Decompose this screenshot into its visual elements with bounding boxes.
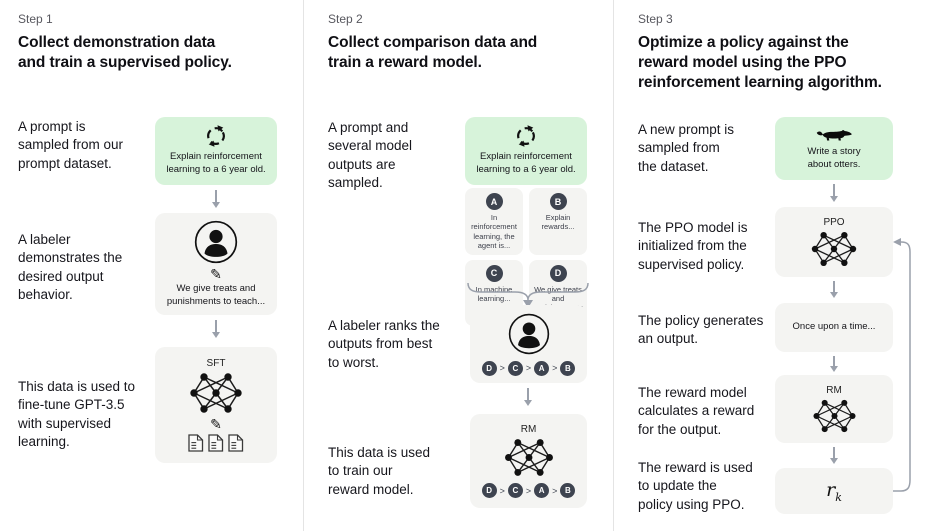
step3-prompt-box: Write a story about otters.	[775, 117, 893, 180]
reward-value: rk	[826, 478, 842, 504]
step1-prompt-box: Explain reinforcement learning to a 6 ye…	[155, 117, 277, 185]
neural-net-icon	[503, 438, 554, 477]
step3-prompt-text: Write a story about otters.	[807, 145, 861, 170]
labeler-person-icon	[508, 313, 549, 354]
step2-heading: Collect comparison data and train a rewa…	[328, 34, 538, 72]
column-divider-2	[613, 0, 614, 531]
step1-prompt-text: Explain reinforcement learning to a 6 ye…	[166, 151, 266, 175]
rank-separator: >	[552, 485, 558, 496]
arrow-down-icon	[212, 190, 220, 208]
neural-net-icon	[812, 398, 856, 433]
labeler-person-icon	[194, 220, 238, 264]
step2-caption-rm: This data is used to train our reward mo…	[328, 445, 431, 497]
ranking-row: D > C > A > B	[481, 360, 576, 376]
step3-output-text: Once upon a time...	[792, 321, 876, 333]
step3-label: Step 3	[638, 12, 673, 26]
ppo-model-label: PPO	[823, 216, 845, 228]
rank-chip: B	[560, 483, 576, 498]
step3-rm-box: RM	[775, 375, 893, 443]
output-text-b: Explain rewards...	[541, 213, 575, 232]
rank-chip: D	[481, 483, 497, 498]
column-divider-1	[303, 0, 304, 531]
document-icon	[188, 434, 204, 452]
step2-prompt-box: Explain reinforcement learning to a 6 ye…	[465, 117, 587, 185]
sft-model-label: SFT	[206, 358, 226, 369]
step2-label: Step 2	[328, 12, 363, 26]
neural-net-icon	[811, 230, 857, 267]
step2-caption-rank: A labeler ranks the outputs from best to…	[328, 318, 440, 370]
step2-caption-prompt: A prompt and several model outputs are s…	[328, 120, 413, 191]
output-text-c: In machine learning...	[475, 284, 513, 303]
document-icon	[228, 434, 244, 452]
step3-output-box: Once upon a time...	[775, 303, 893, 352]
rm-model-label: RM	[520, 424, 537, 435]
step3-heading: Optimize a policy against the reward mod…	[638, 34, 882, 92]
step3-ppo-box: PPO	[775, 207, 893, 277]
step3-caption-prompt: A new prompt is sampled from the dataset…	[638, 122, 735, 174]
step2-rm-box: RM D > C > A > B	[470, 414, 587, 508]
rank-separator: >	[552, 363, 558, 373]
rank-separator: >	[525, 363, 532, 373]
rank-separator: >	[499, 485, 505, 496]
output-badge-b: B	[549, 193, 567, 210]
rank-chip: C	[507, 483, 523, 498]
step1-caption-sft: This data is used to fine-tune GPT-3.5 w…	[18, 379, 136, 450]
rank-chip: C	[507, 360, 523, 376]
step3-caption-rm: The reward model calculates a reward for…	[638, 385, 755, 437]
step1-demo-text: We give treats and punishments to teach.…	[166, 282, 266, 307]
step1-heading: Collect demonstration data and train a s…	[18, 34, 232, 72]
arrow-down-icon	[830, 447, 838, 464]
step1-labeler-box: ✎ We give treats and punishments to teac…	[155, 213, 277, 315]
step3-reward-box: rk	[775, 468, 893, 514]
output-badge-a: A	[485, 193, 503, 210]
arrow-down-icon	[830, 356, 838, 372]
step1-caption-prompt: A prompt is sampled from our prompt data…	[18, 119, 124, 171]
step1-caption-labeler: A labeler demonstrates the desired outpu…	[18, 232, 123, 303]
feedback-loop-arrow	[893, 238, 911, 492]
output-badge-c: C	[485, 264, 503, 282]
step3-caption-ppo: The PPO model is initialized from the su…	[638, 220, 748, 272]
output-chip-a: A In reinforcement learning, the agent i…	[465, 188, 523, 255]
arrow-down-icon	[524, 388, 532, 406]
step2-prompt-text: Explain reinforcement learning to a 6 ye…	[476, 151, 576, 175]
otter-icon	[816, 130, 852, 141]
output-text-a: In reinforcement learning, the agent is.…	[471, 213, 517, 251]
rank-chip: D	[481, 360, 497, 376]
rank-chip: B	[560, 360, 576, 376]
rank-chip: A	[534, 483, 550, 498]
step1-label: Step 1	[18, 12, 53, 26]
sample-cycle-icon	[515, 125, 537, 148]
step2-labeler-box: D > C > A > B	[470, 305, 587, 383]
pencil-icon: ✎	[210, 416, 222, 432]
rank-separator: >	[525, 485, 532, 496]
documents-icons	[188, 434, 244, 452]
output-badge-d: D	[549, 264, 567, 282]
merge-brace-arrow	[467, 282, 589, 308]
arrow-down-icon	[212, 320, 220, 338]
pencil-icon: ✎	[210, 265, 222, 282]
arrow-down-icon	[830, 281, 838, 298]
rm-model-label: RM	[826, 384, 842, 396]
sample-cycle-icon	[205, 125, 227, 148]
neural-net-icon	[189, 372, 243, 414]
ranking-row: D > C > A > B	[481, 483, 576, 498]
rank-chip: A	[534, 360, 550, 376]
document-icon	[208, 434, 224, 452]
step3-caption-reward: The reward is used to update the policy …	[638, 460, 753, 512]
step3-caption-output: The policy generates an output.	[638, 313, 764, 347]
rank-separator: >	[499, 363, 505, 373]
output-chip-b: B Explain rewards...	[529, 188, 587, 255]
arrow-down-icon	[830, 184, 838, 202]
step1-sft-box: SFT ✎	[155, 347, 277, 463]
